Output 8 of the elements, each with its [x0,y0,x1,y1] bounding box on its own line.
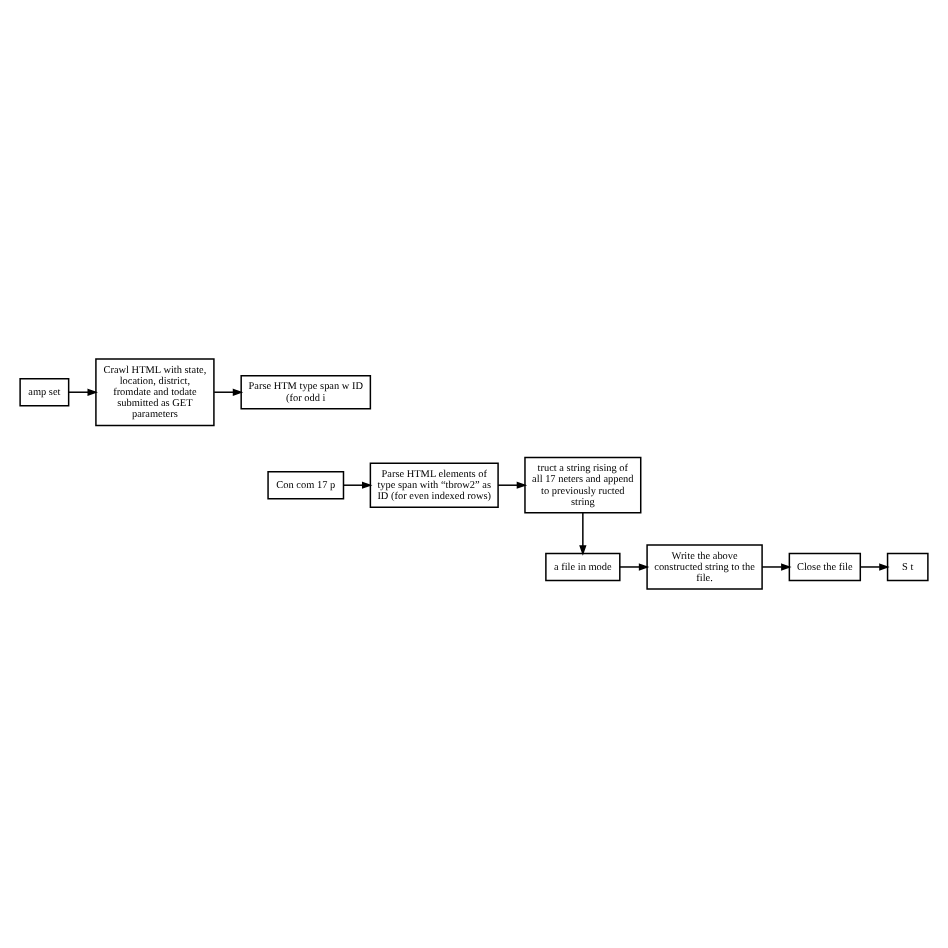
arrow [859,563,890,571]
arrow [761,563,792,571]
arrow [619,563,650,571]
arrow [213,388,244,396]
arrow [579,512,587,556]
arrow [497,481,528,489]
arrow [342,481,373,489]
arrow [68,388,98,396]
